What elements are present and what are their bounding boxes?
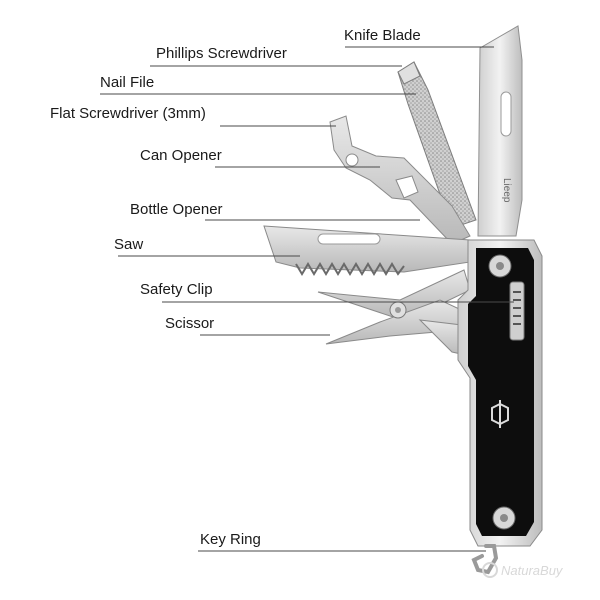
watermark-logo-icon (482, 562, 498, 578)
nail-file-tool (397, 61, 477, 229)
label-knife-blade: Knife Blade (344, 27, 421, 44)
label-scissor: Scissor (165, 315, 215, 332)
handle-frame (457, 239, 543, 547)
safety-clip (509, 281, 525, 341)
leader-lines (100, 46, 514, 552)
scissor-tool (317, 269, 471, 357)
watermark-text: NaturaBuy (501, 563, 563, 578)
label-nail-file: Nail File (100, 74, 155, 91)
label-safety-clip: Safety Clip (140, 281, 213, 298)
watermark: NaturaBuy (482, 562, 562, 578)
blade-engraving: Lieep (501, 178, 512, 203)
saw-tool (263, 225, 471, 276)
label-phillips-screwdriver: Phillips Screwdriver (156, 45, 287, 62)
brand-logo-icon (491, 400, 509, 428)
label-flat-screwdriver: Flat Screwdriver (3mm) (50, 105, 206, 122)
label-saw: Saw (114, 236, 144, 253)
label-can-opener: Can Opener (140, 147, 222, 164)
knife-blade-tool: Lieep (477, 25, 523, 237)
label-key-ring: Key Ring (200, 531, 261, 548)
label-bottle-opener: Bottle Opener (130, 201, 223, 218)
